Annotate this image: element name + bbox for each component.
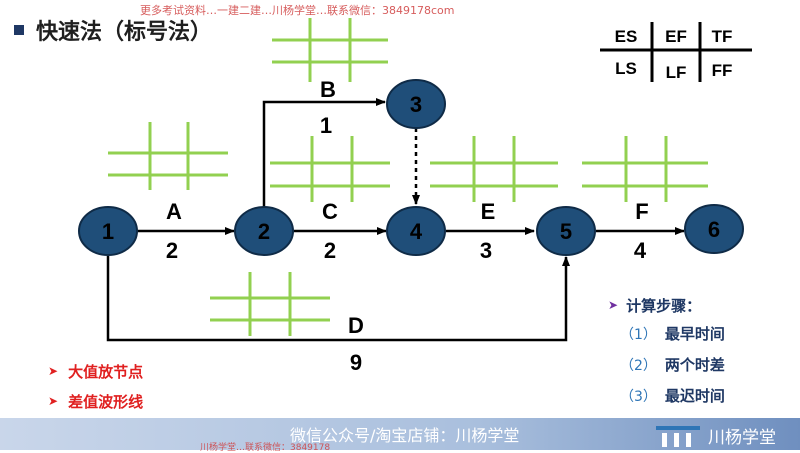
- node-6-label: 6: [708, 217, 720, 242]
- step-item: （1） 最早时间: [620, 318, 725, 349]
- calc-grid-a: [108, 122, 228, 190]
- brand-logo-icon: [656, 426, 700, 447]
- step-item: （3） 最迟时间: [620, 380, 725, 411]
- step-text: 两个时差: [664, 356, 725, 374]
- activity-b-name: B: [320, 77, 336, 102]
- top-watermark: 更多考试资料…一建二建…川杨学堂…联系微信：3849178com: [140, 4, 455, 17]
- note-item: ➤ 差值波形线: [48, 386, 143, 416]
- node-5: 5: [536, 206, 596, 256]
- arrow-d: [106, 256, 570, 342]
- note-text: 差值波形线: [68, 392, 144, 411]
- step-number: （2）: [620, 357, 657, 374]
- arrow-right-icon: ➤: [608, 298, 619, 312]
- step-item: （2） 两个时差: [620, 349, 725, 380]
- calc-grid-e: [430, 136, 558, 202]
- arrow-right-icon: ➤: [48, 364, 59, 378]
- node-4: 4: [386, 206, 446, 256]
- note-text: 大值放节点: [68, 362, 144, 381]
- arrow-b: [262, 98, 386, 208]
- key-notes: ➤ 大值放节点 ➤ 差值波形线: [48, 356, 143, 416]
- activity-d-duration: 9: [350, 350, 362, 375]
- activity-c-name: C: [322, 199, 338, 224]
- slide-title-bar: 快速法（标号法）: [14, 14, 212, 46]
- calc-grid-b: [272, 18, 388, 82]
- steps-title: 计算步骤：: [626, 296, 702, 315]
- legend-tf: TF: [712, 27, 733, 46]
- activity-a-name: A: [166, 199, 182, 224]
- node-1: 1: [78, 206, 138, 256]
- footer-watermark: 川杨学堂…联系微信：3849178: [200, 443, 331, 453]
- activity-e-name: E: [481, 199, 496, 224]
- footer-bar: 微信公众号/淘宝店铺：川杨学堂 川杨学堂: [0, 418, 800, 450]
- node-6: 6: [684, 204, 744, 254]
- legend-ff: FF: [712, 61, 733, 80]
- legend-es: ES: [615, 27, 638, 46]
- activity-c-duration: 2: [324, 238, 336, 263]
- calc-grid-f: [582, 136, 708, 202]
- legend-grid: [600, 22, 752, 82]
- steps-heading: ➤ 计算步骤：: [608, 292, 725, 318]
- node-2: 2: [234, 206, 294, 256]
- title-bullet-icon: [14, 25, 24, 35]
- node-4-label: 4: [410, 219, 423, 244]
- arrow-right-icon: ➤: [48, 394, 59, 408]
- node-3: 3: [386, 79, 446, 129]
- step-text: 最早时间: [664, 325, 725, 343]
- node-1-label: 1: [102, 219, 114, 244]
- footer-brand: 川杨学堂: [708, 428, 776, 448]
- footer-text: 微信公众号/淘宝店铺：川杨学堂: [290, 426, 520, 445]
- node-2-label: 2: [258, 219, 270, 244]
- activity-a-duration: 2: [166, 238, 178, 263]
- activity-f-duration: 4: [634, 238, 647, 263]
- slide-title: 快速法（标号法）: [36, 20, 213, 45]
- legend-ls: LS: [615, 59, 637, 78]
- step-number: （3）: [620, 388, 657, 405]
- calc-grid-c: [270, 136, 390, 202]
- calc-grid-d: [210, 272, 330, 336]
- calculation-steps: ➤ 计算步骤： （1） 最早时间 （2） 两个时差 （3） 最迟时间: [608, 292, 725, 411]
- note-item: ➤ 大值放节点: [48, 356, 143, 386]
- step-text: 最迟时间: [664, 387, 725, 405]
- activity-b-duration: 1: [320, 113, 332, 138]
- activity-d-name: D: [348, 313, 364, 338]
- step-number: （1）: [620, 326, 657, 343]
- legend-ef: EF: [665, 27, 687, 46]
- activity-f-name: F: [635, 199, 648, 224]
- legend-lf: LF: [666, 63, 687, 82]
- node-5-label: 5: [560, 219, 572, 244]
- activity-e-duration: 3: [480, 238, 492, 263]
- node-3-label: 3: [410, 92, 422, 117]
